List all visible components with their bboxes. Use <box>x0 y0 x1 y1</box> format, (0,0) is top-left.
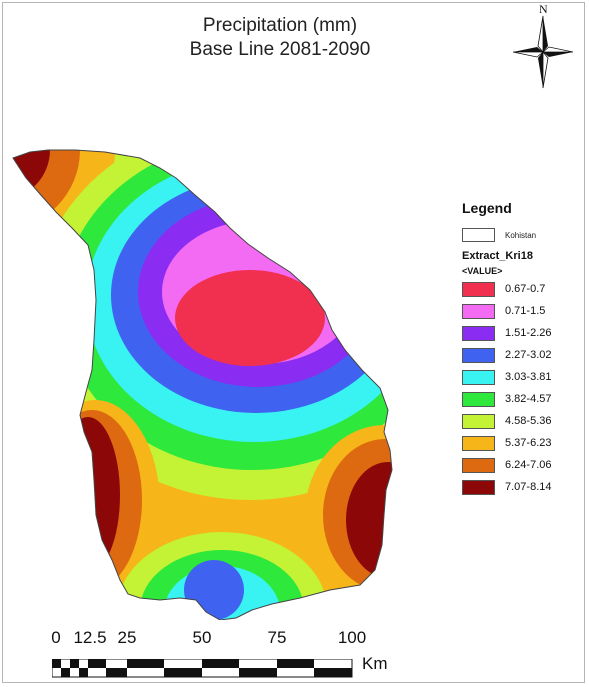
legend-swatch <box>462 457 495 473</box>
legend: Legend Kohistan Extract_Kri18 <VALUE> 0.… <box>462 200 582 498</box>
legend-class-row: 4.58-5.36 <box>462 410 582 432</box>
legend-swatch <box>462 413 495 429</box>
legend-class-label: 0.67-0.7 <box>505 283 546 295</box>
legend-swatch <box>462 347 495 363</box>
legend-class-label: 4.58-5.36 <box>505 415 552 427</box>
scale-tick-label: 50 <box>192 628 212 647</box>
legend-class-label: 0.71-1.5 <box>505 305 546 317</box>
zone-south-2-27 <box>184 560 244 620</box>
scale-tick-label: 12.5 <box>73 628 107 647</box>
legend-title: Legend <box>462 200 512 216</box>
zone-nw-7-07 <box>13 150 50 200</box>
legend-class-row: 5.37-6.23 <box>462 432 582 454</box>
legend-class-label: 1.51-2.26 <box>505 327 552 339</box>
legend-class-label: 6.24-7.06 <box>505 459 552 471</box>
scale-tick-label: 75 <box>267 628 287 647</box>
scale-unit: Km <box>362 654 388 673</box>
precipitation-map <box>12 149 393 620</box>
legend-field-name: <VALUE> <box>462 266 503 276</box>
legend-class-row: 1.51-2.26 <box>462 322 582 344</box>
zone-west-7-07 <box>56 417 120 573</box>
north-label: N <box>539 2 548 16</box>
kohistan-boundary <box>12 149 393 620</box>
legend-swatch <box>462 281 495 297</box>
zone-east-6-24 <box>323 439 392 591</box>
legend-boundary-swatch <box>462 228 495 242</box>
legend-layer-name: Extract_Kri18 <box>462 250 533 262</box>
map-title: Precipitation (mm) Base Line 2081-2090 <box>150 14 410 62</box>
legend-classes: 0.67-0.7 0.71-1.5 1.51-2.26 2.27-3.02 3.… <box>462 278 582 498</box>
scale-tick-label: 25 <box>117 628 137 647</box>
precipitation-zones <box>13 150 392 620</box>
scale-bar <box>52 659 353 678</box>
legend-class-row: 3.03-3.81 <box>462 366 582 388</box>
legend-swatch <box>462 391 495 407</box>
legend-class-row: 7.07-8.14 <box>462 476 582 498</box>
legend-swatch <box>462 435 495 451</box>
legend-class-row: 2.27-3.02 <box>462 344 582 366</box>
zone-nw-6-24 <box>13 150 80 230</box>
north-arrow-icon <box>512 15 574 89</box>
scale-bar-labels: 0 12.5 25 50 75 100 <box>0 628 400 650</box>
legend-class-row: 3.82-4.57 <box>462 388 582 410</box>
legend-swatch <box>462 479 495 495</box>
legend-boundary-label: Kohistan <box>505 230 537 240</box>
legend-class-row: 0.71-1.5 <box>462 300 582 322</box>
legend-class-row: 0.67-0.7 <box>462 278 582 300</box>
legend-class-label: 2.27-3.02 <box>505 349 552 361</box>
scale-tick-label: 0 <box>51 628 61 647</box>
zone-nw-5-37 <box>13 150 115 265</box>
legend-class-label: 5.37-6.23 <box>505 437 552 449</box>
legend-class-label: 3.03-3.81 <box>505 371 552 383</box>
scale-tick-label: 100 <box>337 628 367 647</box>
legend-swatch <box>462 369 495 385</box>
legend-class-row: 6.24-7.06 <box>462 454 582 476</box>
north-arrow: N <box>505 2 585 92</box>
legend-class-label: 7.07-8.14 <box>505 481 552 493</box>
legend-boundary-row: Kohistan <box>462 224 582 246</box>
legend-swatch <box>462 325 495 341</box>
title-line-2: Base Line 2081-2090 <box>189 39 371 60</box>
legend-swatch <box>462 303 495 319</box>
zone-east-7-07 <box>346 462 392 578</box>
title-line-1: Precipitation (mm) <box>202 15 358 36</box>
legend-class-label: 3.82-4.57 <box>505 393 552 405</box>
zone-center-0-67 <box>175 270 325 366</box>
